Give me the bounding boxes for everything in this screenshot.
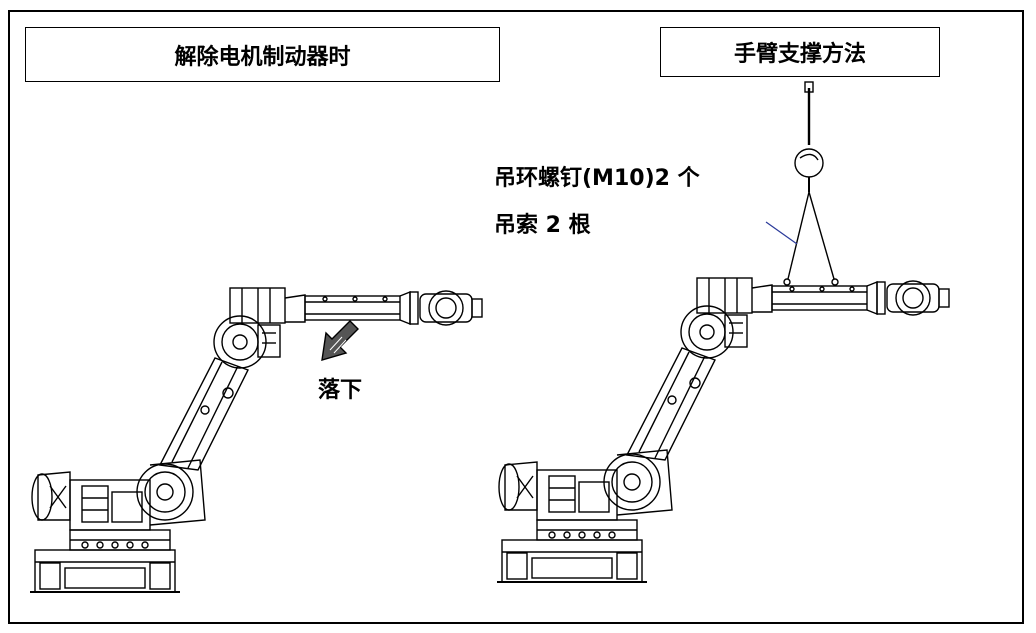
- fall-label: 落下: [318, 378, 363, 403]
- sling-leader-line: [765, 221, 798, 245]
- eyebolt-label: 吊环螺钉(M10)2 个: [494, 166, 700, 191]
- left-robot: [29, 287, 483, 593]
- left-panel-title: 解除电机制动器时: [25, 27, 500, 82]
- right-robot: [496, 277, 950, 583]
- sling-label: 吊索 2 根: [494, 213, 591, 238]
- right-panel-title: 手臂支撑方法: [660, 27, 940, 77]
- sling-assembly: [783, 81, 839, 286]
- fall-arrow: [321, 320, 359, 361]
- diagram-frame: 解除电机制动器时 手臂支撑方法: [8, 10, 1024, 624]
